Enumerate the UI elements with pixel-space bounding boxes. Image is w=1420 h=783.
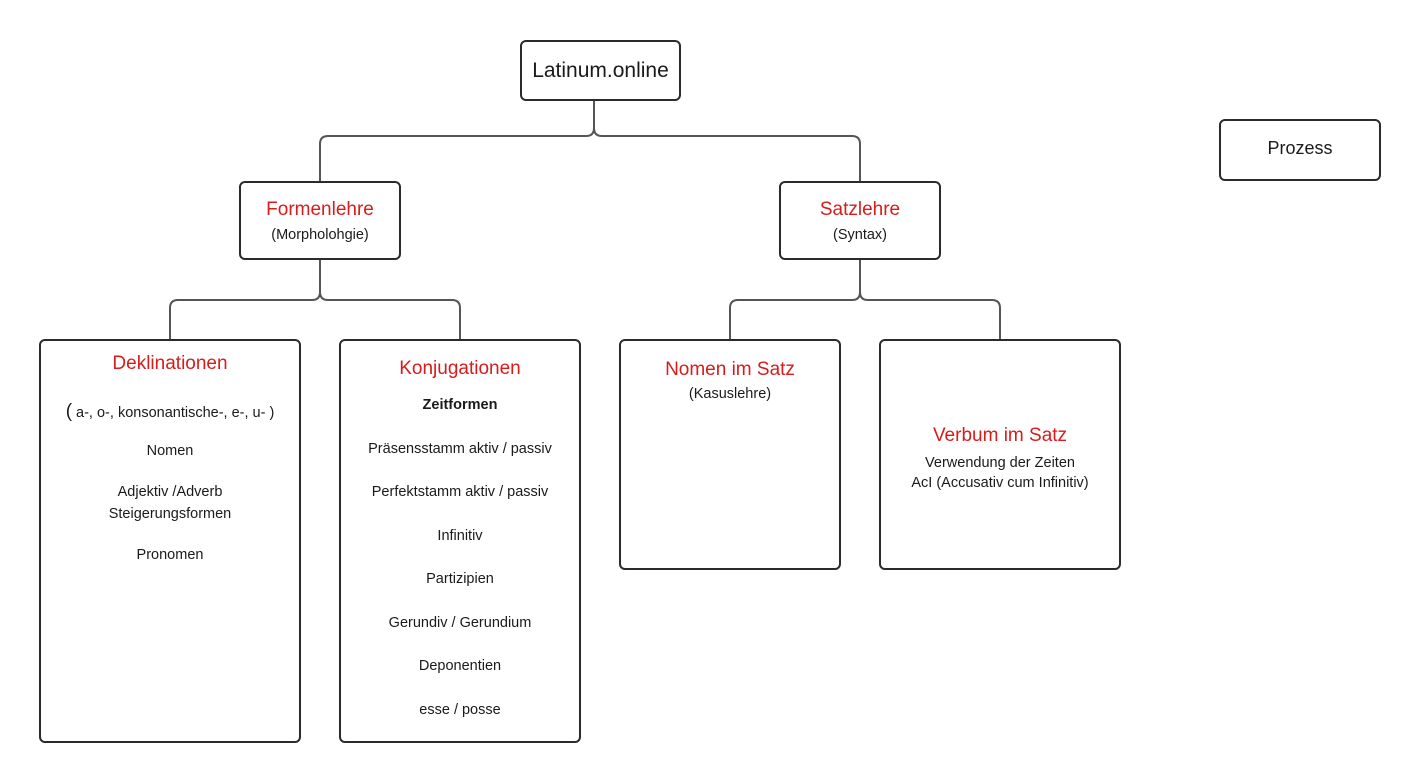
nomen-im-satz-subtitle: (Kasuslehre) [688, 386, 772, 402]
deklinationen-paren: ( [65, 401, 73, 422]
konjugationen-title: Konjugationen [399, 358, 521, 379]
konjugationen-list: Zeitformen Präsensstamm aktiv / passiv P… [341, 397, 579, 745]
deklinationen-node: Deklinationen ( a-, o-, konsonantische-,… [39, 339, 301, 743]
list-item: Steigerungsformen [108, 506, 232, 522]
connector-root-left [319, 135, 586, 181]
list-item: Präsensstamm aktiv / passiv [368, 440, 552, 457]
connector-satz-left [729, 299, 852, 339]
verbum-im-satz-title: Verbum im Satz [932, 425, 1068, 446]
list-item: Infinitiv [437, 527, 483, 544]
connector-root-right [593, 127, 861, 181]
list-item: AcI (Accusativ cum Infinitiv) [911, 475, 1089, 491]
list-item: Perfektstamm aktiv / passiv [371, 484, 549, 500]
verbum-im-satz-node: Verbum im Satz Verwendung der Zeiten AcI… [879, 339, 1121, 570]
nomen-im-satz-node: Nomen im Satz (Kasuslehre) [619, 339, 841, 570]
connector-root-trunk [585, 101, 595, 137]
list-item: Partizipien [426, 571, 494, 587]
nomen-im-satz-title: Nomen im Satz [665, 359, 795, 380]
list-item: Zeitformen [422, 397, 498, 413]
deklinationen-types-text: a-, o-, konsonantische-, e-, u- ) [72, 405, 275, 421]
connector-formen-right [319, 291, 461, 339]
formenlehre-title: Formenlehre [266, 199, 374, 220]
legend-process-node: Prozess [1219, 119, 1381, 181]
formenlehre-subtitle: (Morpholohgie) [271, 227, 369, 243]
list-item: Verwendung der Zeiten [925, 455, 1075, 471]
connector-formen-left [169, 299, 312, 339]
connector-formen-trunk [311, 260, 321, 301]
deklinationen-types: ( a-, o-, konsonantische-, e-, u- ) [41, 401, 299, 423]
satzlehre-title: Satzlehre [819, 199, 901, 220]
verbum-im-satz-lines: Verwendung der Zeiten AcI (Accusativ cum… [881, 453, 1119, 493]
formenlehre-node: Formenlehre (Morpholohgie) [239, 181, 401, 260]
list-item: Deponentien [418, 658, 502, 674]
list-item: Pronomen [136, 547, 204, 563]
deklinationen-list: ( a-, o-, konsonantische-, e-, u- ) Nome… [41, 401, 299, 563]
connector-satz-right [859, 291, 1001, 339]
list-item-group: Adjektiv /Adverb Steigerungsformen [41, 481, 299, 525]
connector-satz-trunk [851, 260, 861, 301]
satzlehre-node: Satzlehre (Syntax) [779, 181, 941, 260]
list-item: Nomen [146, 443, 194, 459]
konjugationen-node: Konjugationen Zeitformen Präsensstamm ak… [339, 339, 581, 743]
list-item: Gerundiv / Gerundium [388, 614, 532, 631]
list-item: esse / posse [419, 701, 501, 718]
list-item: Adjektiv /Adverb [117, 484, 223, 500]
deklinationen-title: Deklinationen [112, 353, 228, 374]
legend-label: Prozess [1267, 138, 1333, 158]
satzlehre-subtitle: (Syntax) [833, 227, 887, 243]
root-label: Latinum.online [532, 59, 669, 82]
root-node: Latinum.online [520, 40, 681, 101]
